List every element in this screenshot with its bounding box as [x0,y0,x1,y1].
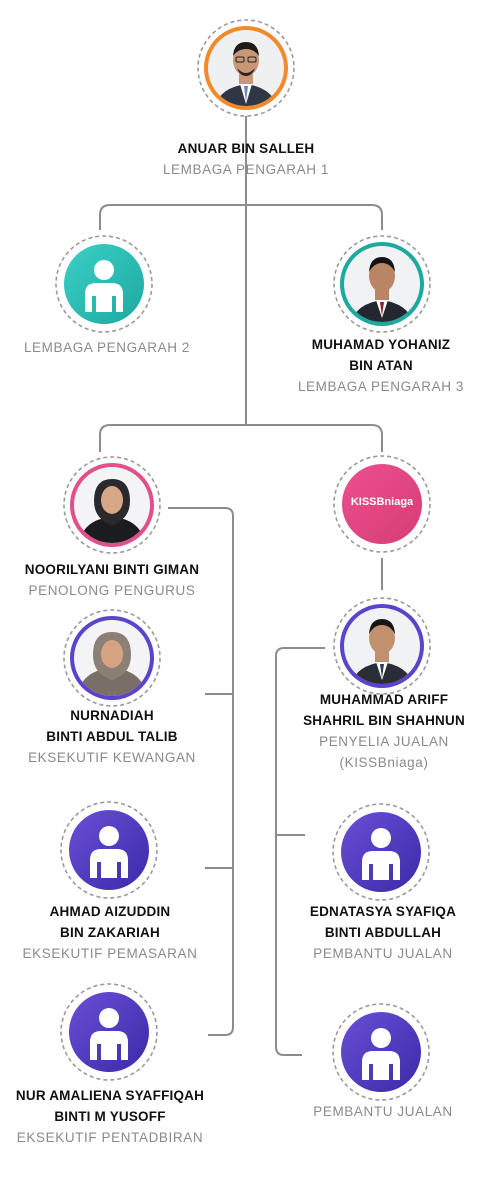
person-name: BINTI M YUSOFF [54,1109,166,1124]
person-name: BIN ATAN [349,358,413,373]
person-role: EKSEKUTIF KEWANGAN [28,750,196,765]
kissbniaga-logo-text: KISSBniaga [350,496,414,508]
label-ariff: MUHAMMAD ARIFF SHAHRIL BIN SHAHNUN PENYE… [264,689,488,773]
person-role: LEMBAGA PENGARAH 1 [162,162,330,177]
person-name: BINTI ABDUL TALIB [46,729,178,744]
label-lembaga-2: LEMBAGA PENGARAH 2 [0,337,227,358]
label-pembantu-jualan-2: PEMBANTU JUALAN [263,1101,488,1122]
avatar-lembaga-2 [54,234,154,334]
avatar-kissbniaga: KISSBniaga [332,454,432,554]
person-name: NURNADIAH [70,708,154,723]
avatar-ariff [332,596,432,696]
person-role: EKSEKUTIF PEMASARAN [22,946,198,961]
person-name: BIN ZAKARIAH [60,925,160,940]
person-name: NOORILYANI BINTI GIMAN [24,562,200,577]
person-role: (KISSBniaga) [339,755,429,770]
person-role: LEMBAGA PENGARAH 3 [297,379,465,394]
person-name: ANUAR BIN SALLEH [177,141,315,156]
person-name: AHMAD AIZUDDIN [49,904,171,919]
label-nurnadiah: NURNADIAH BINTI ABDUL TALIB EKSEKUTIF KE… [0,705,232,768]
person-role: PENYELIA JUALAN [319,734,449,749]
avatar-anuar [196,18,296,118]
person-placeholder-icon [90,1008,128,1060]
person-role: PEMBANTU JUALAN [313,946,453,961]
label-noorilyani: NOORILYANI BINTI GIMAN PENOLONG PENGURUS [0,559,232,601]
label-ednatasya: EDNATASYA SYAFIQA BINTI ABDULLAH PEMBANT… [263,901,488,964]
person-name: NUR AMALIENA SYAFFIQAH [15,1088,205,1103]
avatar-ahmad-aizuddin [59,800,159,900]
avatar-nurnadiah [62,608,162,708]
avatar-yohaniz [332,234,432,334]
label-nur-amaliena: NUR AMALIENA SYAFFIQAH BINTI M YUSOFF EK… [0,1085,230,1148]
person-role: PEMBANTU JUALAN [313,1104,453,1119]
person-name: SHAHRIL BIN SHAHNUN [303,713,465,728]
person-name: BINTI ABDULLAH [324,925,442,940]
person-role: LEMBAGA PENGARAH 2 [23,340,191,355]
person-placeholder-icon [362,828,400,880]
avatar-ednatasya [331,802,431,902]
person-name: MUHAMAD YOHANIZ [311,337,451,352]
person-name: MUHAMMAD ARIFF [319,692,449,707]
person-placeholder-icon [362,1028,400,1080]
person-placeholder-icon [90,826,128,878]
avatar-noorilyani [62,455,162,555]
avatar-nur-amaliena [59,982,159,1082]
person-name: EDNATASYA SYAFIQA [309,904,457,919]
avatar-pembantu-jualan-2 [331,1002,431,1102]
label-yohaniz: MUHAMAD YOHANIZ BIN ATAN LEMBAGA PENGARA… [261,334,488,397]
person-placeholder-icon [85,260,123,312]
label-anuar: ANUAR BIN SALLEH LEMBAGA PENGARAH 1 [126,138,366,180]
label-ahmad-aizuddin: AHMAD AIZUDDIN BIN ZAKARIAH EKSEKUTIF PE… [0,901,230,964]
person-role: EKSEKUTIF PENTADBIRAN [16,1130,204,1145]
person-role: PENOLONG PENGURUS [28,583,196,598]
